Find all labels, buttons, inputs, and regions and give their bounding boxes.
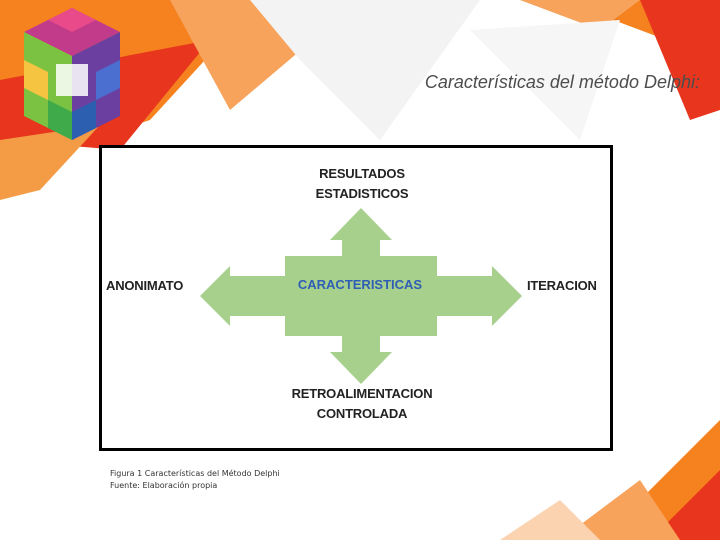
label-left: ANONIMATO — [106, 278, 184, 293]
label-center: CARACTERISTICAS — [297, 277, 423, 292]
arrow-down — [330, 336, 392, 384]
label-top: RESULTADOS ESTADISTICOS — [282, 164, 442, 204]
bg-shard-pale-bottom — [500, 500, 600, 540]
bg-shard-gray — [250, 0, 480, 140]
label-top-line1: RESULTADOS — [319, 166, 405, 181]
label-bottom-line1: RETROALIMENTACION — [291, 386, 433, 401]
arrow-up — [330, 208, 392, 256]
bg-shard-gray-2 — [470, 20, 620, 140]
arrow-left — [200, 266, 285, 326]
label-bottom-line2: CONTROLADA — [316, 406, 408, 421]
label-right: ITERACION — [527, 278, 597, 293]
label-top-line2: ESTADISTICOS — [315, 186, 409, 201]
center-box — [285, 256, 437, 336]
slide-title: Características del método Delphi: — [424, 72, 700, 92]
arrow-right — [437, 266, 522, 326]
arrow-diagram — [200, 208, 522, 384]
bg-shard-red-right — [640, 0, 720, 120]
diagram-frame: RESULTADOS ESTADISTICOS CARACTERISTICAS … — [99, 145, 613, 451]
bg-shard-left — [0, 125, 100, 200]
caption-line1: Figura 1 Características del Método Delp… — [110, 469, 280, 478]
label-bottom: RETROALIMENTACION CONTROLADA — [277, 384, 447, 424]
cube-logo — [24, 8, 120, 140]
bg-shard-light-bottom — [560, 480, 680, 540]
caption-line2: Fuente: Elaboración propia — [110, 481, 218, 490]
figure-caption: Figura 1 Características del Método Delp… — [110, 468, 410, 492]
